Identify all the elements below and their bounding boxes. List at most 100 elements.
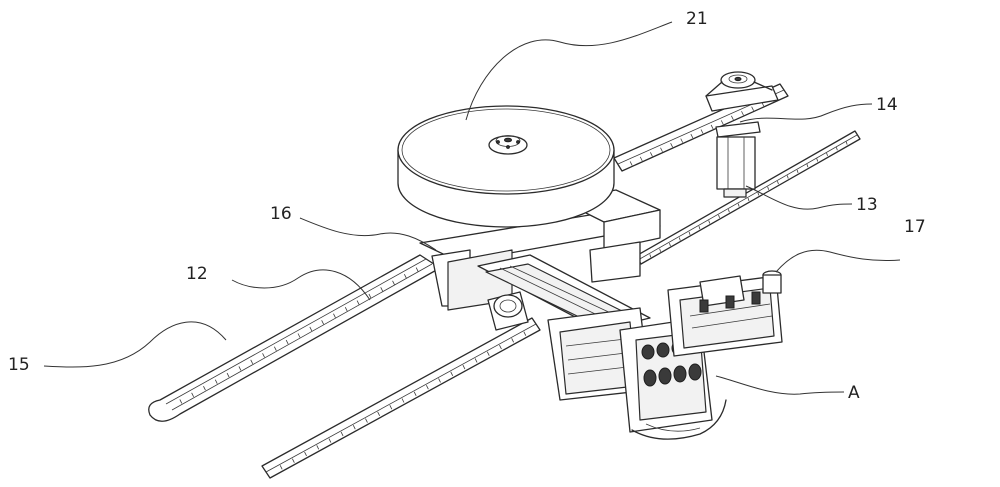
leader-15 — [43, 321, 227, 368]
rack-tick — [826, 152, 828, 157]
large-disk-21 — [397, 105, 615, 228]
rack-tick — [751, 106, 754, 111]
rack-tick — [499, 344, 502, 350]
rack-tick — [279, 465, 283, 470]
rack-tick — [238, 366, 242, 371]
roller — [673, 365, 687, 383]
rack-tick — [639, 156, 643, 162]
rack-tick — [629, 161, 633, 166]
rack-tick — [698, 226, 701, 230]
label-15: 15 — [8, 355, 30, 375]
rack-tick — [285, 339, 289, 345]
rack-tick — [767, 186, 770, 190]
leader-lines — [43, 21, 901, 395]
rack-tick — [474, 358, 478, 363]
rack-tick — [777, 180, 779, 185]
rack-tick — [304, 451, 307, 457]
rack-tick — [462, 364, 466, 370]
roller — [656, 342, 670, 358]
rack-tick — [401, 398, 405, 403]
rack-tick — [649, 254, 652, 258]
rack-tick — [450, 371, 454, 376]
leader-17 — [775, 249, 901, 273]
rack-tick — [333, 313, 336, 318]
rack-tick — [816, 158, 819, 162]
rack-tick — [669, 242, 671, 247]
rack-tick — [316, 445, 320, 450]
rack-tick — [708, 220, 711, 224]
rack-tick — [426, 384, 429, 390]
leader-A — [715, 375, 845, 395]
rack-tick — [718, 214, 720, 219]
rack-tick — [321, 320, 324, 325]
rack-tick — [214, 379, 218, 384]
linear-slide-module — [477, 254, 651, 331]
rack-tick — [680, 138, 684, 143]
rack-tick — [262, 353, 265, 358]
rack-tick — [845, 141, 848, 145]
rack-tick — [835, 147, 838, 151]
rack-tick — [203, 386, 206, 391]
callout-labels: 21 14 13 16 17 12 15 A — [8, 9, 926, 403]
rack-tick — [486, 351, 490, 356]
belt-pulley-assembly — [705, 71, 779, 112]
rack-tick — [292, 458, 295, 463]
rack-tick — [747, 197, 750, 202]
rack-tick — [438, 378, 441, 383]
rack-tick — [368, 293, 372, 299]
rack-tick — [690, 133, 694, 139]
rack-tick — [741, 111, 744, 116]
leader-14 — [739, 103, 873, 123]
roller — [641, 344, 655, 360]
rack-tick — [727, 209, 730, 213]
rack-tick — [796, 169, 799, 173]
rack-tick — [392, 280, 395, 285]
rack-tick — [650, 152, 653, 157]
label-17: 17 — [904, 217, 926, 237]
rack-tick — [757, 192, 760, 196]
rack-tick — [659, 248, 662, 252]
rack-tick — [678, 237, 681, 241]
roller — [643, 369, 657, 387]
label-14: 14 — [876, 95, 898, 115]
rack-tick — [377, 411, 380, 417]
rack-tick — [700, 129, 704, 134]
rack-tick — [670, 143, 673, 148]
leader-12 — [231, 269, 371, 301]
label-13: 13 — [856, 195, 878, 215]
lower-front-rail — [261, 317, 541, 479]
rack-tick — [191, 392, 194, 397]
cylinder-unit-14 — [715, 121, 761, 198]
roller — [688, 363, 702, 381]
leader-16 — [299, 217, 437, 251]
rack-tick — [720, 120, 724, 125]
rack-tick — [309, 326, 313, 332]
rack-tick — [389, 405, 393, 410]
rack-tick — [365, 418, 368, 423]
rack-tick — [380, 287, 384, 292]
rack-tick — [297, 333, 301, 338]
right-guide-rail — [635, 130, 861, 265]
rack-tick — [226, 372, 230, 378]
label-21: 21 — [686, 9, 708, 29]
roller — [658, 367, 672, 385]
rack-tick — [404, 274, 407, 279]
rack-tick — [340, 431, 344, 437]
label-A: A — [848, 383, 860, 403]
right-side-block — [667, 270, 783, 357]
rack-tick — [250, 359, 254, 365]
rack-tick — [328, 438, 332, 443]
rack-tick — [688, 231, 691, 235]
rack-tick — [737, 203, 740, 207]
rack-tick — [710, 124, 714, 130]
rack-tick — [731, 115, 734, 120]
rack-tick — [352, 425, 356, 430]
rack-tick — [413, 391, 417, 396]
rack-tick — [356, 300, 360, 305]
rack-tick — [511, 338, 514, 343]
leader-21 — [465, 21, 673, 121]
leader-13 — [745, 185, 853, 210]
rack-tick — [523, 331, 527, 336]
rack-tick — [660, 147, 663, 152]
